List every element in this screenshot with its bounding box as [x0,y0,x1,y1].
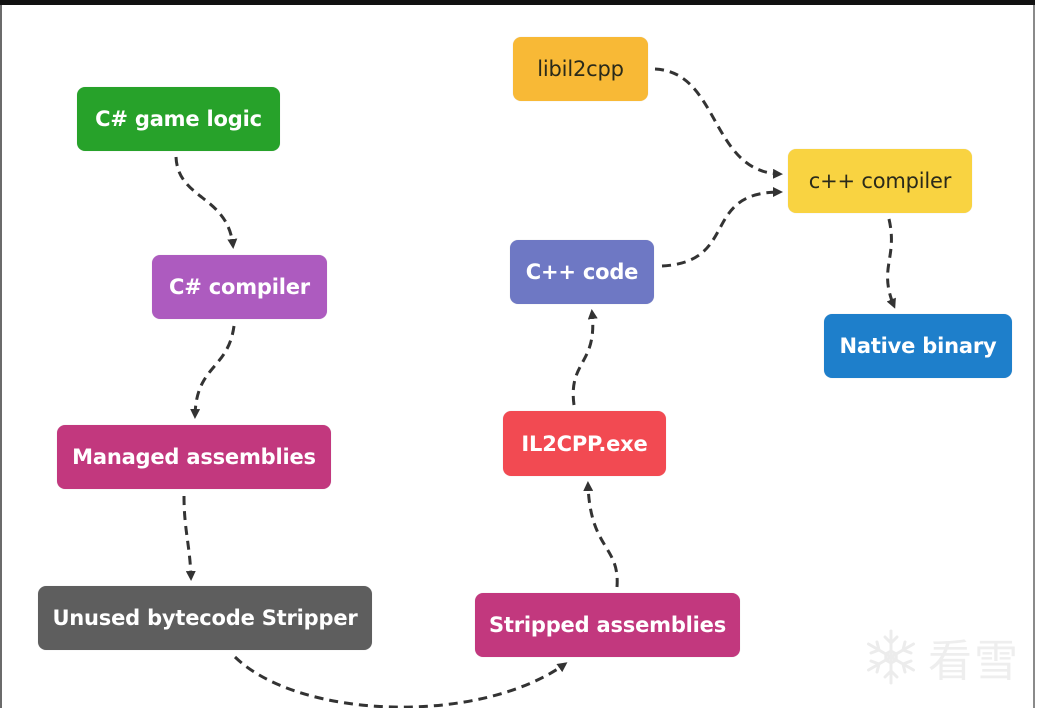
node-csharp-game-logic: C# game logic [77,87,280,151]
node-label: libil2cpp [537,57,624,81]
window-left-border [0,5,2,708]
node-label: Native binary [839,334,997,358]
node-label: C++ code [525,260,639,284]
edge-csharp-compiler-to-managed-assemblies [190,325,236,419]
node-il2cpp-exe: IL2CPP.exe [503,411,666,476]
node-label: IL2CPP.exe [521,431,648,456]
node-libil2cpp: libil2cpp [513,37,648,101]
node-cpp-compiler: c++ compiler [788,149,972,213]
node-csharp-compiler: C# compiler [152,255,327,319]
node-label: c++ compiler [808,169,952,193]
window-top-bar [0,0,1037,5]
node-label: Managed assemblies [72,445,316,469]
node-cpp-code: C++ code [510,240,654,304]
node-label: Stripped assemblies [488,613,727,637]
node-managed-assemblies: Managed assemblies [57,425,331,489]
edge-unused-bytecode-stripper-to-stripped-assemblies [233,655,568,708]
window-right-margin [1035,0,1037,708]
edge-managed-assemblies-to-unused-bytecode-stripper [182,495,196,581]
edge-csharp-game-logic-to-csharp-compiler [174,156,238,249]
node-label: C# game logic [95,107,262,131]
edge-cpp-compiler-to-native-binary [886,218,896,309]
edge-il2cpp-exe-to-cpp-code [571,309,598,406]
node-stripped-assemblies: Stripped assemblies [475,593,740,657]
node-unused-bytecode-stripper: Unused bytecode Stripper [38,586,372,650]
node-label: Unused bytecode Stripper [52,606,358,630]
node-native-binary: Native binary [824,314,1012,378]
node-label: C# compiler [169,275,310,299]
edge-cpp-code-to-cpp-compiler [661,187,783,268]
edge-stripped-assemblies-to-il2cpp-exe [583,481,619,588]
edge-libil2cpp-to-cpp-compiler [654,67,783,179]
window-right-border [1033,5,1035,708]
